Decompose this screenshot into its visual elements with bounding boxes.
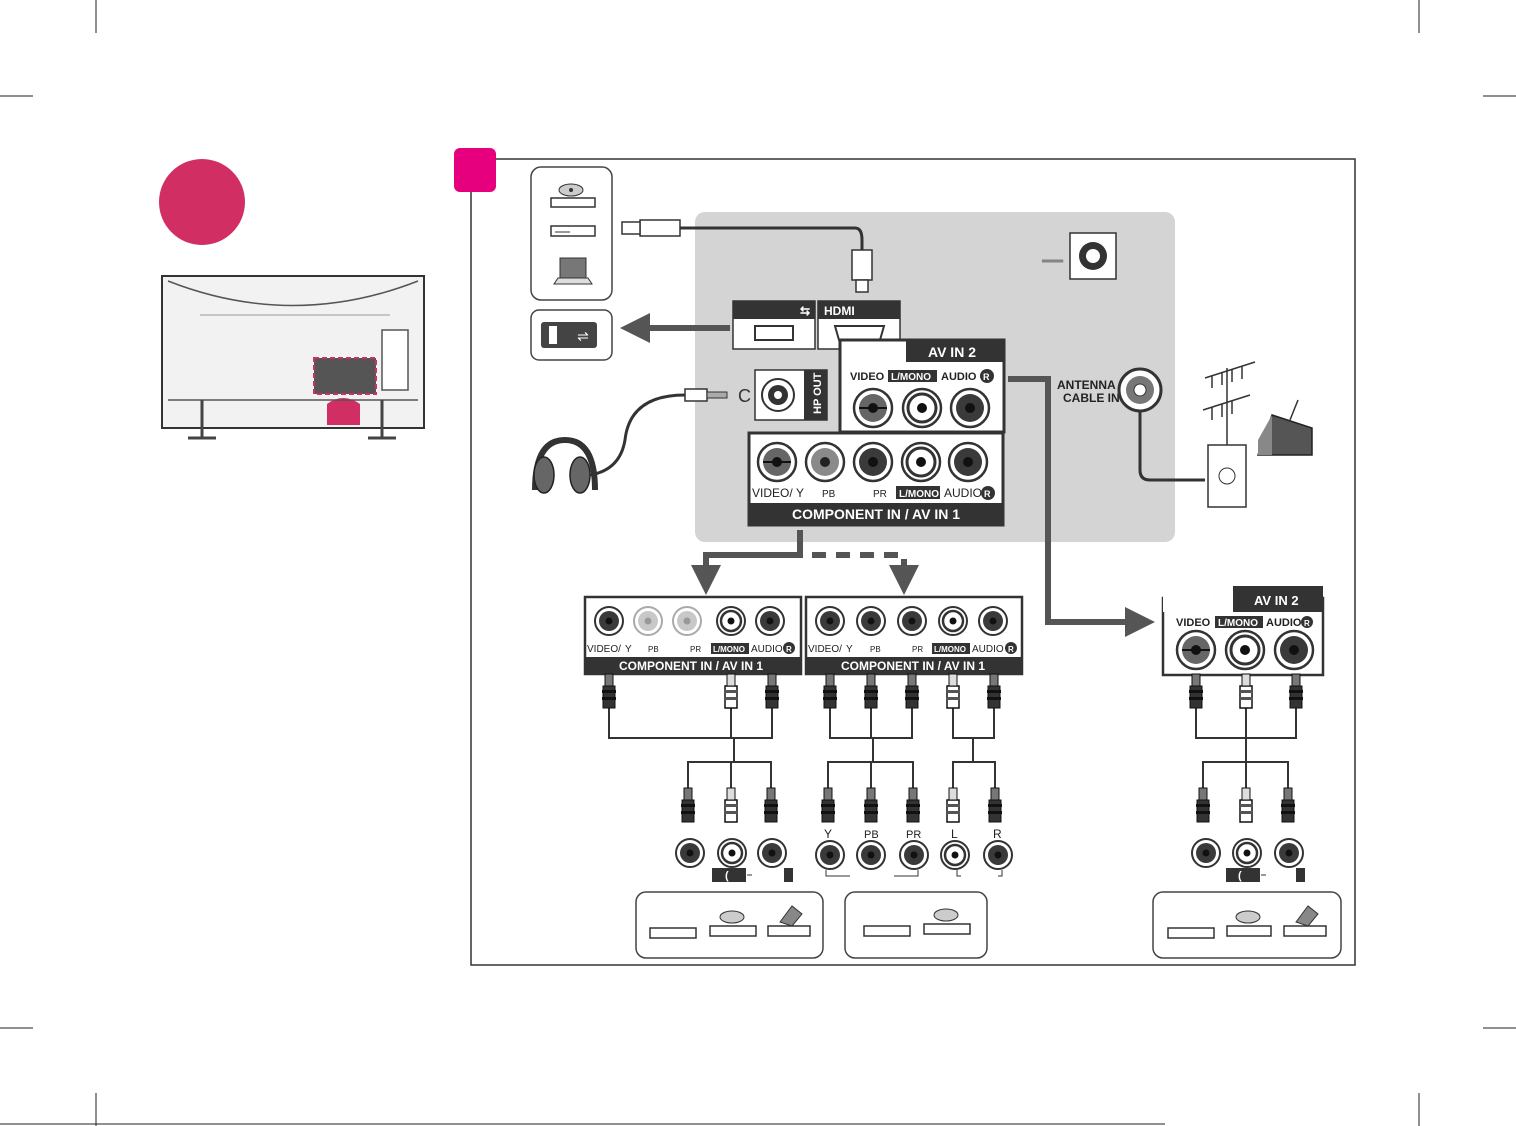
svg-text:(: ( — [1238, 870, 1242, 882]
hp-out-label: HP OUT — [812, 372, 824, 414]
headphones-icon — [534, 440, 595, 493]
component-cable — [828, 700, 995, 790]
box-a-title: COMPONENT IN / AV IN 1 — [619, 659, 763, 673]
set-top-box-icon — [650, 928, 696, 938]
arrow-to-component-box — [812, 555, 904, 580]
av-in-2-title: AV IN 2 — [928, 344, 976, 360]
box-a-video-label: VIDEO/ — [587, 644, 621, 655]
box-b-pb-label: PB — [870, 645, 881, 654]
source-jacks-av2: ( — [1192, 839, 1305, 882]
component-devices — [845, 892, 987, 958]
set-top-box-icon — [864, 926, 910, 936]
composite-cable — [609, 700, 772, 790]
box-b-pr-label: PR — [912, 645, 923, 654]
box-a-r-label: R — [786, 645, 792, 654]
src-pr-label: PR — [906, 829, 921, 841]
source-jacks-component: Y PB PR L R — [816, 827, 1012, 876]
house-icon — [1258, 400, 1312, 455]
src-y-label: Y — [824, 827, 832, 841]
hp-out-port: HP OUT — [755, 370, 827, 420]
box-b-y-label: Y — [846, 644, 853, 655]
component-in-panel: COMPONENT IN / AV IN 1 VIDEO/ Y PB PR L/… — [749, 433, 1003, 525]
box-b-audio-label: AUDIO — [972, 644, 1004, 655]
usb-port: ⇆ — [733, 301, 815, 349]
svg-text:⇆: ⇆ — [800, 304, 810, 318]
av2-video-label: VIDEO — [850, 371, 885, 383]
comp-audio-label: AUDIO — [944, 486, 982, 500]
svg-text:═══: ═══ — [1041, 256, 1064, 267]
box-a-pr-label: PR — [690, 645, 701, 654]
comp-r-label: R — [984, 489, 991, 499]
composite-devices — [636, 892, 823, 958]
tv-back-thumbnail — [162, 276, 424, 438]
antenna-label-1: ANTENNA / — [1057, 378, 1123, 392]
svg-text:HDMI: HDMI — [824, 304, 855, 318]
box-a-lmono-label: L/MONO — [713, 645, 745, 654]
antenna-label-2: CABLE IN — [1063, 391, 1120, 405]
box-a-audio-label: AUDIO — [751, 644, 783, 655]
src-pb-label: PB — [864, 829, 879, 841]
usb-drive-icon: ⇌ — [531, 310, 612, 360]
component-title: COMPONENT IN / AV IN 1 — [792, 506, 960, 522]
composite-port-box: COMPONENT IN / AV IN 1 VIDEO/ Y PB PR L/… — [585, 597, 801, 674]
step-badge — [159, 159, 245, 245]
box-b-video-label: VIDEO/ — [808, 644, 842, 655]
source-jacks-composite: ( — [676, 839, 793, 882]
box-c-audio-label: AUDIO — [1266, 617, 1302, 629]
av2-devices — [1153, 892, 1341, 958]
comp-lmono-label: L/MONO — [899, 489, 939, 500]
av2-lmono-label: L/MONO — [891, 372, 931, 383]
comp-y-label: Y — [796, 486, 804, 500]
svg-text:(: ( — [725, 870, 729, 882]
av-in-2-panel: AV IN 2 VIDEO L/MONO AUDIO R — [840, 340, 1004, 432]
box-a-pb-label: PB — [648, 645, 659, 654]
av2-audio-label: AUDIO — [941, 371, 977, 383]
src-r-label: R — [993, 827, 1002, 841]
set-top-box-icon — [551, 226, 595, 236]
comp-video-label: VIDEO/ — [752, 486, 793, 500]
av2-r-label: R — [983, 372, 990, 382]
box-a-y-label: Y — [625, 644, 632, 655]
box-c-title: AV IN 2 — [1254, 593, 1299, 608]
box-c-lmono-label: L/MONO — [1218, 618, 1258, 629]
av2-cable — [1196, 700, 1296, 790]
svg-text:⇌: ⇌ — [577, 328, 589, 344]
av-in-2-port-box: AV IN 2 VIDEO L/MONO AUDIO R — [1163, 586, 1323, 675]
svg-text:C: C — [738, 386, 751, 406]
component-port-box: COMPONENT IN / AV IN 1 VIDEO/ Y PB PR L/… — [806, 597, 1022, 674]
box-c-video-label: VIDEO — [1176, 617, 1211, 629]
laptop-icon — [554, 258, 592, 284]
box-b-r-label: R — [1008, 645, 1014, 654]
set-top-box-icon — [1168, 928, 1214, 938]
comp-pb-label: PB — [822, 489, 836, 500]
antenna-icon — [1203, 362, 1255, 445]
box-b-title: COMPONENT IN / AV IN 1 — [841, 659, 985, 673]
step-marker — [454, 148, 496, 192]
box-b-lmono-label: L/MONO — [934, 645, 966, 654]
headphone-cable — [590, 395, 685, 475]
box-c-r-label: R — [1304, 619, 1310, 628]
src-l-label: L — [951, 827, 958, 841]
hdmi-source-devices — [531, 167, 612, 300]
wall-jack-icon — [1208, 445, 1246, 507]
comp-pr-label: PR — [873, 489, 887, 500]
